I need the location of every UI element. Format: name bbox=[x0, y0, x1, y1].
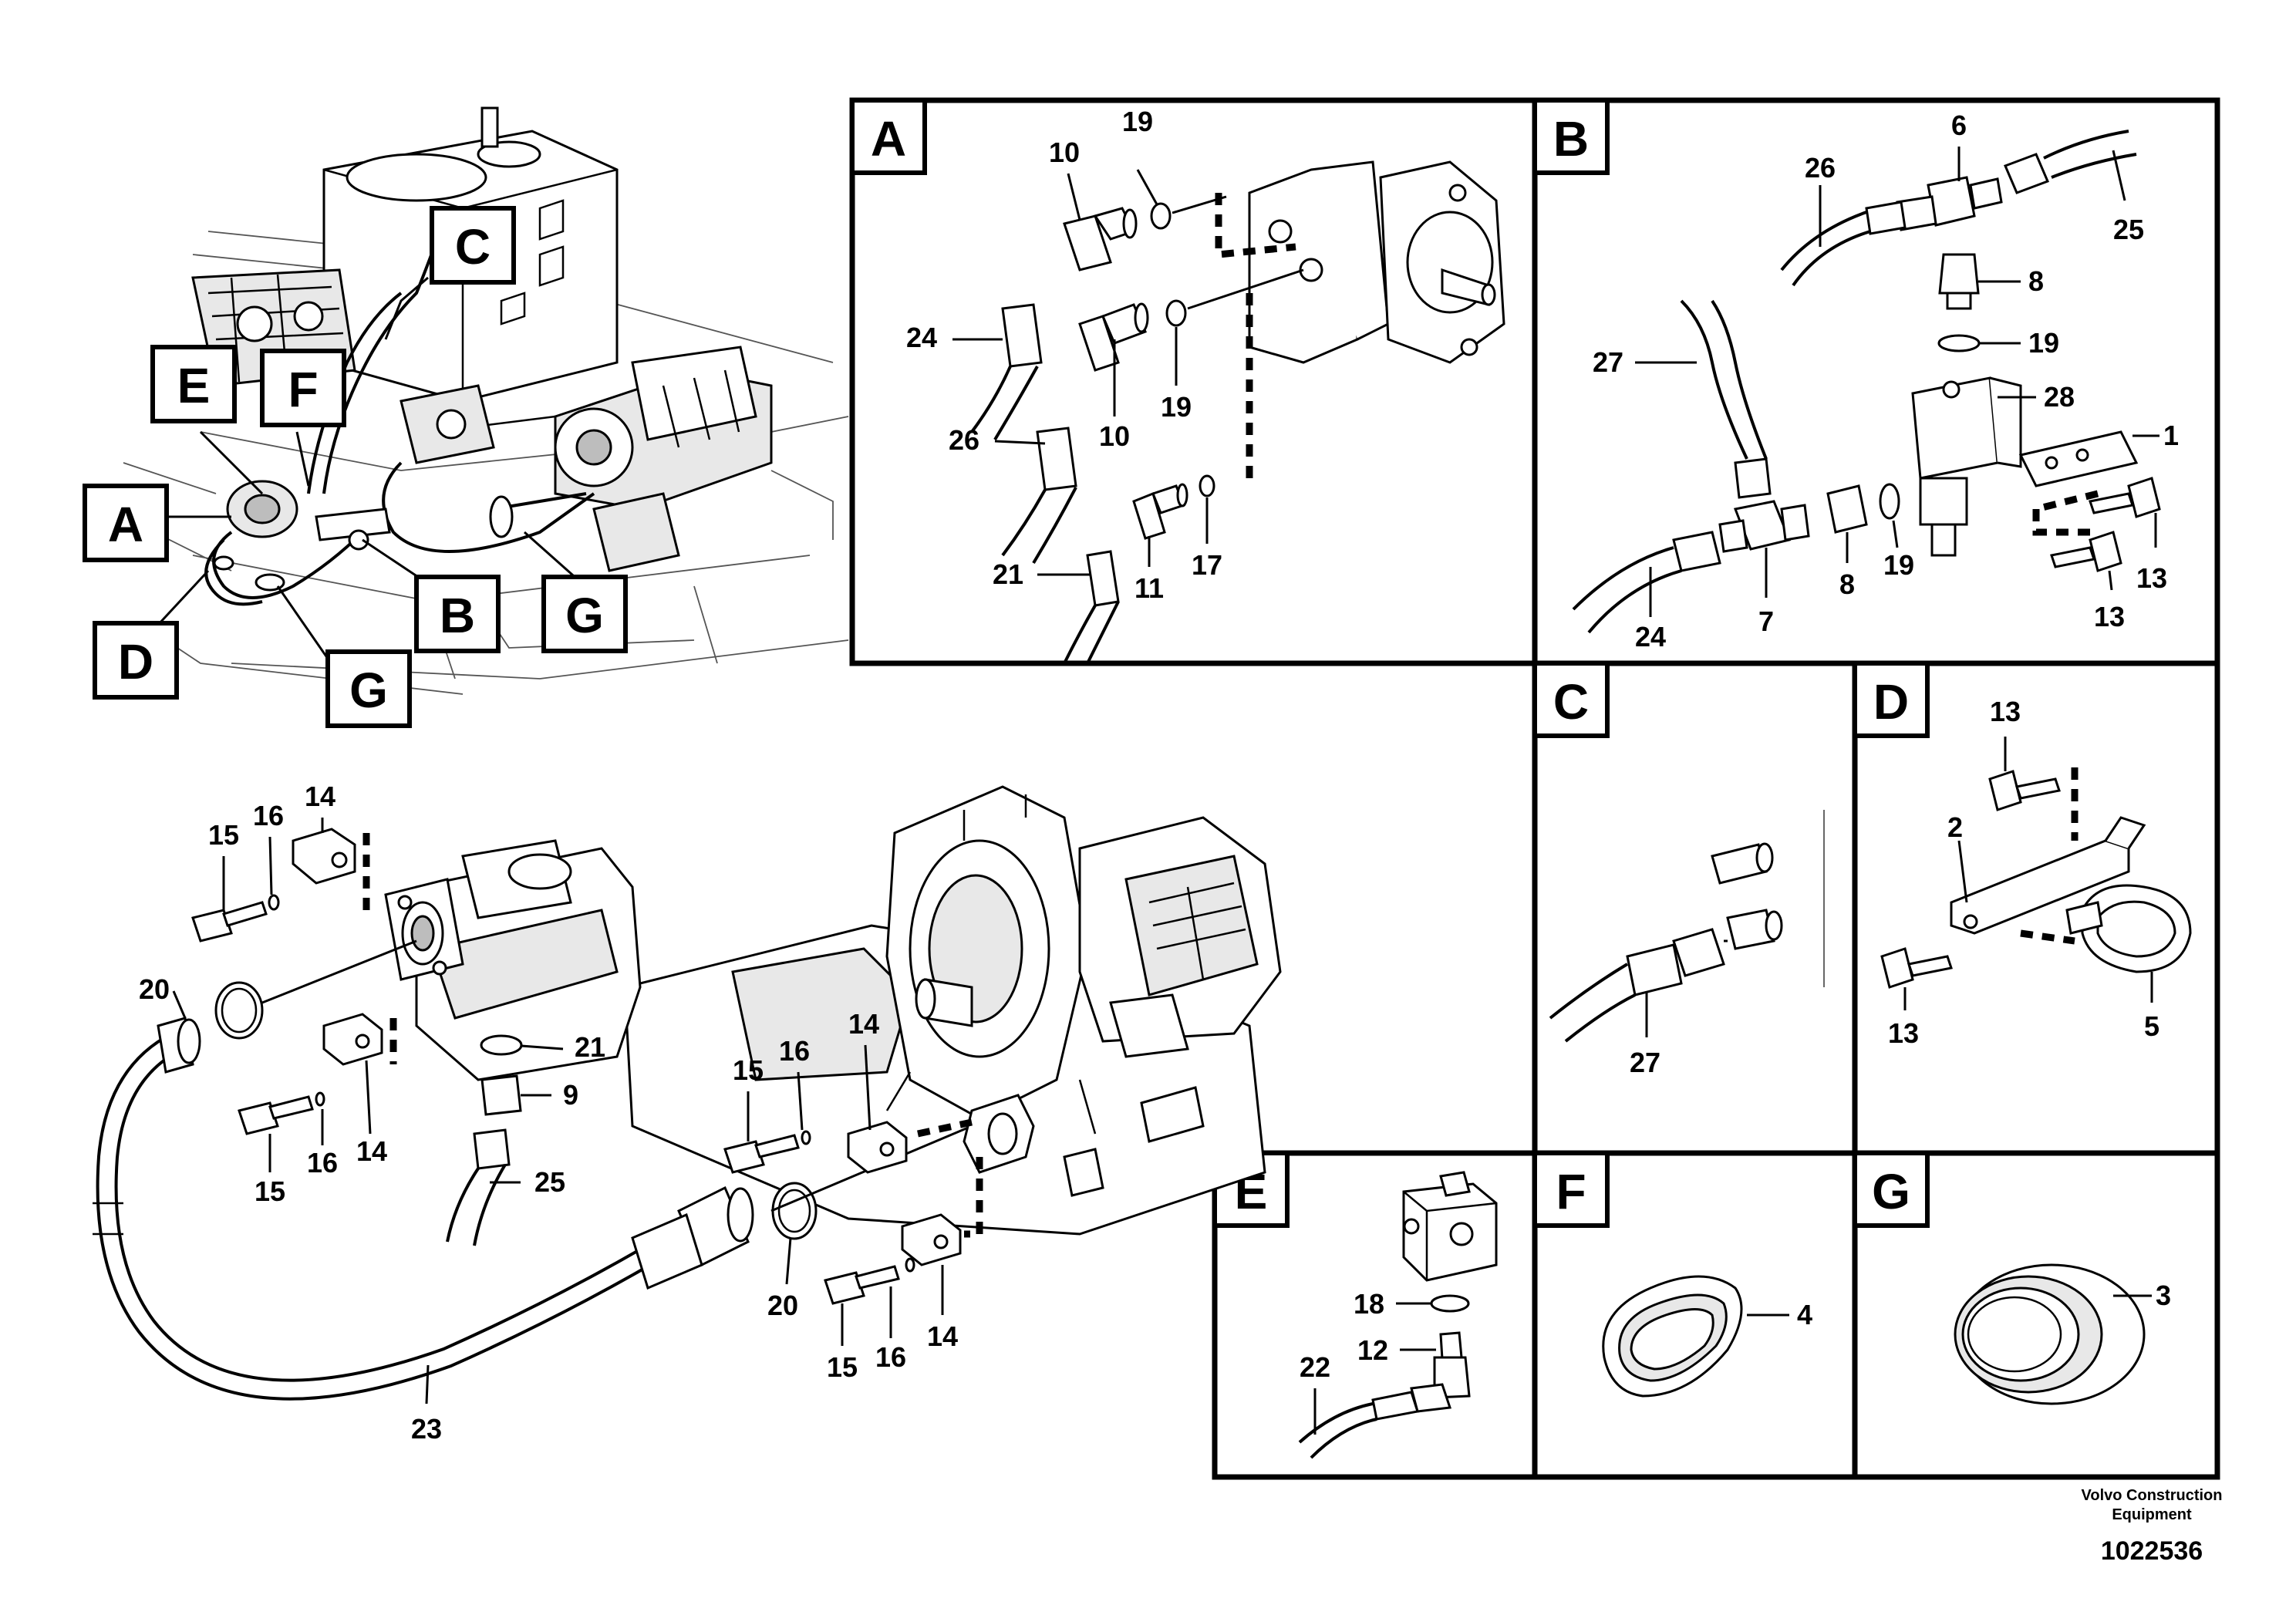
label-a-11: 11 bbox=[1135, 572, 1164, 604]
callout-f: F bbox=[288, 362, 318, 417]
label-b-6: 6 bbox=[1951, 110, 1967, 141]
overview-callouts: C E F A D B G G bbox=[83, 206, 628, 728]
label-main-16-bottom: 16 bbox=[875, 1341, 906, 1373]
callout-e: E bbox=[177, 358, 211, 413]
label-main-16-mid: 16 bbox=[307, 1147, 338, 1179]
label-d-5: 5 bbox=[2144, 1010, 2159, 1042]
callout-g-left: G bbox=[349, 663, 388, 718]
label-main-20-bottom: 20 bbox=[767, 1290, 798, 1321]
panel-c-frame bbox=[1532, 660, 1858, 1156]
label-g-3: 3 bbox=[2156, 1280, 2171, 1311]
label-a-24: 24 bbox=[906, 322, 937, 353]
drawing-footer: Volvo Construction Equipment 1022536 bbox=[2082, 1487, 2223, 1566]
label-main-9: 9 bbox=[563, 1079, 578, 1111]
panel-f: F 4 bbox=[1532, 1150, 1858, 1480]
callout-d: D bbox=[118, 634, 153, 690]
label-d-13-top: 13 bbox=[1990, 696, 2021, 727]
label-main-25: 25 bbox=[534, 1166, 565, 1198]
label-main-14-right: 14 bbox=[848, 1008, 879, 1040]
label-a-21: 21 bbox=[993, 558, 1023, 590]
label-e-22: 22 bbox=[1300, 1351, 1330, 1383]
panel-d: D 13 2 13 5 bbox=[1852, 660, 2220, 1156]
label-b-24: 24 bbox=[1635, 621, 1666, 653]
label-b-28: 28 bbox=[2044, 381, 2075, 413]
main-exploded-view: 15 16 14 20 21 9 25 15 16 14 15 16 14 20… bbox=[93, 781, 1282, 1445]
label-main-16-top: 16 bbox=[253, 800, 284, 831]
brand-line-2: Equipment bbox=[2112, 1506, 2192, 1523]
panel-e: E 18 12 22 bbox=[1212, 1150, 1538, 1480]
label-main-14-top: 14 bbox=[305, 781, 335, 812]
callout-g1-box bbox=[541, 575, 628, 653]
label-main-23: 23 bbox=[411, 1413, 442, 1445]
panel-g-tag: G bbox=[1872, 1164, 1910, 1219]
panel-b: B bbox=[1532, 97, 2220, 666]
callout-b: B bbox=[440, 588, 475, 643]
callout-c-box bbox=[430, 206, 516, 285]
label-b-19-top: 19 bbox=[2028, 327, 2059, 359]
label-main-15-bottom: 15 bbox=[827, 1351, 858, 1383]
label-a-10-mid: 10 bbox=[1099, 420, 1130, 452]
panel-a: A bbox=[849, 97, 1538, 666]
callout-g-right: G bbox=[565, 588, 604, 643]
label-a-17: 17 bbox=[1192, 549, 1222, 581]
label-main-15-mid: 15 bbox=[255, 1175, 285, 1207]
label-b-25: 25 bbox=[2113, 214, 2144, 245]
label-a-19-top: 19 bbox=[1122, 106, 1153, 137]
label-a-26: 26 bbox=[949, 424, 979, 456]
panel-c-tag: C bbox=[1553, 674, 1589, 730]
callout-e-box bbox=[150, 345, 237, 423]
label-d-13-bottom: 13 bbox=[1888, 1017, 1919, 1049]
label-b-26: 26 bbox=[1805, 152, 1836, 184]
panel-c: C 27 bbox=[1532, 660, 1858, 1156]
panel-d-tag: D bbox=[1873, 674, 1909, 730]
callout-c: C bbox=[455, 219, 491, 275]
label-main-14-bottom: 14 bbox=[927, 1320, 958, 1352]
label-b-1: 1 bbox=[2163, 420, 2179, 451]
label-main-14-mid: 14 bbox=[356, 1135, 387, 1167]
label-a-10-top: 10 bbox=[1049, 137, 1080, 168]
label-b-27: 27 bbox=[1593, 346, 1623, 378]
callout-g2-box bbox=[325, 649, 412, 728]
label-main-20-left: 20 bbox=[139, 973, 170, 1005]
label-b-19-bottom: 19 bbox=[1883, 549, 1914, 581]
brand-line-1: Volvo Construction bbox=[2082, 1487, 2223, 1504]
label-b-7: 7 bbox=[1758, 605, 1774, 637]
label-d-2: 2 bbox=[1947, 811, 1963, 843]
label-main-16-right: 16 bbox=[779, 1035, 810, 1067]
label-b-13-right: 13 bbox=[2136, 562, 2167, 594]
callout-a-box bbox=[83, 484, 169, 562]
panel-a-tag: A bbox=[871, 111, 906, 167]
panel-g: G 3 bbox=[1852, 1150, 2220, 1480]
label-e-18: 18 bbox=[1354, 1288, 1384, 1320]
callout-f-box bbox=[260, 349, 346, 427]
panel-f-tag: F bbox=[1556, 1164, 1586, 1219]
callout-a: A bbox=[108, 497, 143, 552]
callout-b-box bbox=[414, 575, 501, 653]
label-a-19-mid: 19 bbox=[1161, 391, 1192, 423]
label-main-21: 21 bbox=[575, 1031, 605, 1063]
drawing-number: 1022536 bbox=[2101, 1536, 2203, 1566]
label-b-8-top: 8 bbox=[2028, 265, 2044, 297]
panel-b-frame bbox=[1532, 97, 2220, 666]
callout-d-box bbox=[93, 621, 179, 700]
label-f-4: 4 bbox=[1797, 1299, 1812, 1330]
label-b-8-bottom: 8 bbox=[1839, 568, 1855, 600]
label-main-15-right: 15 bbox=[733, 1054, 764, 1086]
label-e-12: 12 bbox=[1357, 1334, 1388, 1366]
panel-b-tag: B bbox=[1553, 111, 1589, 167]
label-main-15-top: 15 bbox=[208, 819, 239, 851]
label-b-13-bottom: 13 bbox=[2094, 601, 2125, 632]
label-c-27: 27 bbox=[1630, 1047, 1660, 1078]
